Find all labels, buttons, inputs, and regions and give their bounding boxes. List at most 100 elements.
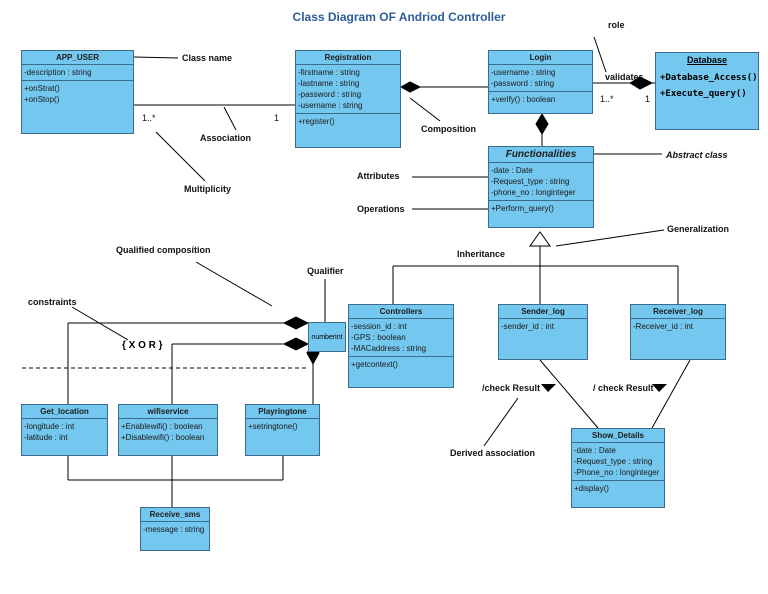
attributes-section: -username : string -password : string (489, 65, 592, 92)
attribute: -latitude : int (24, 433, 68, 442)
annotation-derived-association: Derived association (450, 448, 536, 458)
generalization-triangle (529, 231, 551, 247)
operation: +onStop() (24, 95, 60, 104)
attributes-section: -description : string (22, 65, 133, 81)
annotation-operations: Operations (357, 204, 405, 214)
attribute: -Phone_no : longinteger (574, 468, 660, 477)
class-show-details[interactable]: Show_Details -date : Date -Request_type … (571, 428, 665, 508)
attribute: -Request_type : string (491, 177, 570, 186)
attributes-section: -date : Date -Request_type : string -pho… (489, 163, 593, 201)
attribute: -message : string (143, 525, 205, 534)
operation: +onStrat() (24, 84, 60, 93)
operations-section: +Enablewifi() : boolean +Disablewifi() :… (119, 419, 217, 445)
attribute: -username : string (298, 101, 363, 110)
attributes-section: -sender_id : int (499, 319, 587, 334)
class-name: Receiver_log (631, 305, 725, 319)
class-sender-log[interactable]: Sender_log -sender_id : int (498, 304, 588, 360)
multiplicity-login: 1..* (600, 94, 614, 104)
operations-section: +Perform_query() (489, 201, 593, 216)
operation: +setringtone() (248, 422, 298, 431)
multiplicity-database: 1 (645, 94, 651, 104)
attribute: -MACaddress : string (351, 344, 427, 353)
class-name: Show_Details (572, 429, 664, 443)
annotation-qualified-composition: Qualified composition (116, 245, 211, 255)
operations-section: +verify() : boolean (489, 92, 592, 107)
operation: +Disablewifi() : boolean (121, 433, 205, 442)
attributes-section: -date : Date -Request_type : string -Pho… (572, 443, 664, 481)
class-name: Playringtone (246, 405, 319, 419)
attribute: -phone_no : longinteger (491, 188, 576, 197)
attribute: -sender_id : int (501, 322, 554, 331)
attribute: -lastname : string (298, 79, 360, 88)
operations-section: +setringtone() (246, 419, 319, 434)
attributes-section: -message : string (141, 522, 209, 537)
class-controllers[interactable]: Controllers -session_id : int -GPS : boo… (348, 304, 454, 388)
receiver-show-line (651, 359, 691, 429)
attribute: -firstname : string (298, 68, 360, 77)
class-name: Database (686, 55, 728, 65)
class-playringtone[interactable]: Playringtone +setringtone() (245, 404, 320, 456)
attribute: -date : Date (574, 446, 616, 455)
class-login[interactable]: Login -username : string -password : str… (488, 50, 593, 114)
operations-section: +getcontext() (349, 357, 453, 372)
annotation-multiplicity: Multiplicity (184, 184, 231, 194)
class-name: Functionalities (489, 147, 593, 163)
check-result-arrow-1 (541, 384, 556, 392)
annotation-abstract-class: Abstract class (666, 150, 728, 160)
class-registration[interactable]: Registration -firstname : string -lastna… (295, 50, 401, 148)
annotation-composition: Composition (421, 124, 476, 134)
annotation-generalization: Generalization (667, 224, 730, 234)
multiplicity-app-user: 1..* (142, 113, 156, 123)
class-wifiservice[interactable]: wifiservice +Enablewifi() : boolean +Dis… (118, 404, 218, 456)
operation: +verify() : boolean (491, 95, 556, 104)
class-database[interactable]: Database +Database_Access() +Execute_que… (655, 52, 759, 130)
operation: +getcontext() (351, 360, 398, 369)
annotation-qualifier: Qualifier (307, 266, 344, 276)
attributes-section: -session_id : int -GPS : boolean -MACadd… (349, 319, 453, 357)
annotation-inheritance: Inheritance (457, 249, 506, 259)
class-name: APP_USER (22, 51, 133, 65)
annotation-role: role (608, 20, 625, 30)
composition-diamond-registration (399, 81, 422, 93)
annotation-validates: validates (605, 72, 644, 82)
class-name: Get_location (22, 405, 107, 419)
attributes-section: -longitude : int -latitude : int (22, 419, 107, 445)
composition-diamond-wifi (282, 337, 310, 351)
operation: +Database_Access() (660, 73, 758, 83)
operations-section: +register() (296, 114, 400, 129)
class-name: Registration (296, 51, 400, 65)
xor-constraint: { X O R } (122, 340, 163, 351)
class-receiver-log[interactable]: Receiver_log -Receiver_id : int (630, 304, 726, 360)
attribute: -username : string (491, 68, 556, 77)
composition-diamond-get-location (282, 316, 310, 330)
operation: +display() (574, 484, 609, 493)
operation: +Enablewifi() : boolean (121, 422, 203, 431)
attribute: -password : string (491, 79, 555, 88)
composition-diamond-database (629, 76, 654, 90)
class-get-location[interactable]: Get_location -longitude : int -latitude … (21, 404, 108, 456)
class-receive-sms[interactable]: Receive_sms -message : string (140, 507, 210, 551)
annotation-check-result-2: / check Result (593, 383, 654, 393)
attribute: -Receiver_id : int (633, 322, 694, 331)
attribute: -description : string (24, 68, 92, 77)
annotation-attributes: Attributes (357, 171, 400, 181)
attribute: -date : Date (491, 166, 533, 175)
composition-diamond-login (535, 113, 549, 135)
operation: +Perform_query() (491, 204, 554, 213)
sender-show-line (539, 359, 599, 429)
attribute: -password : string (298, 90, 362, 99)
class-name: Login (489, 51, 592, 65)
attribute: -Request_type : string (574, 457, 653, 466)
class-name: Receive_sms (141, 508, 209, 522)
class-name: Sender_log (499, 305, 587, 319)
class-functionalities[interactable]: Functionalities -date : Date -Request_ty… (488, 146, 594, 228)
attributes-section: -Receiver_id : int (631, 319, 725, 334)
class-app-user[interactable]: APP_USER -description : string +onStrat(… (21, 50, 134, 134)
class-name: Controllers (349, 305, 453, 319)
class-name: wifiservice (119, 405, 217, 419)
attribute: -GPS : boolean (351, 333, 406, 342)
operations-section: +onStrat() +onStop() (22, 81, 133, 107)
operation: +register() (298, 117, 335, 126)
qualifier-box: numberint (308, 322, 346, 352)
